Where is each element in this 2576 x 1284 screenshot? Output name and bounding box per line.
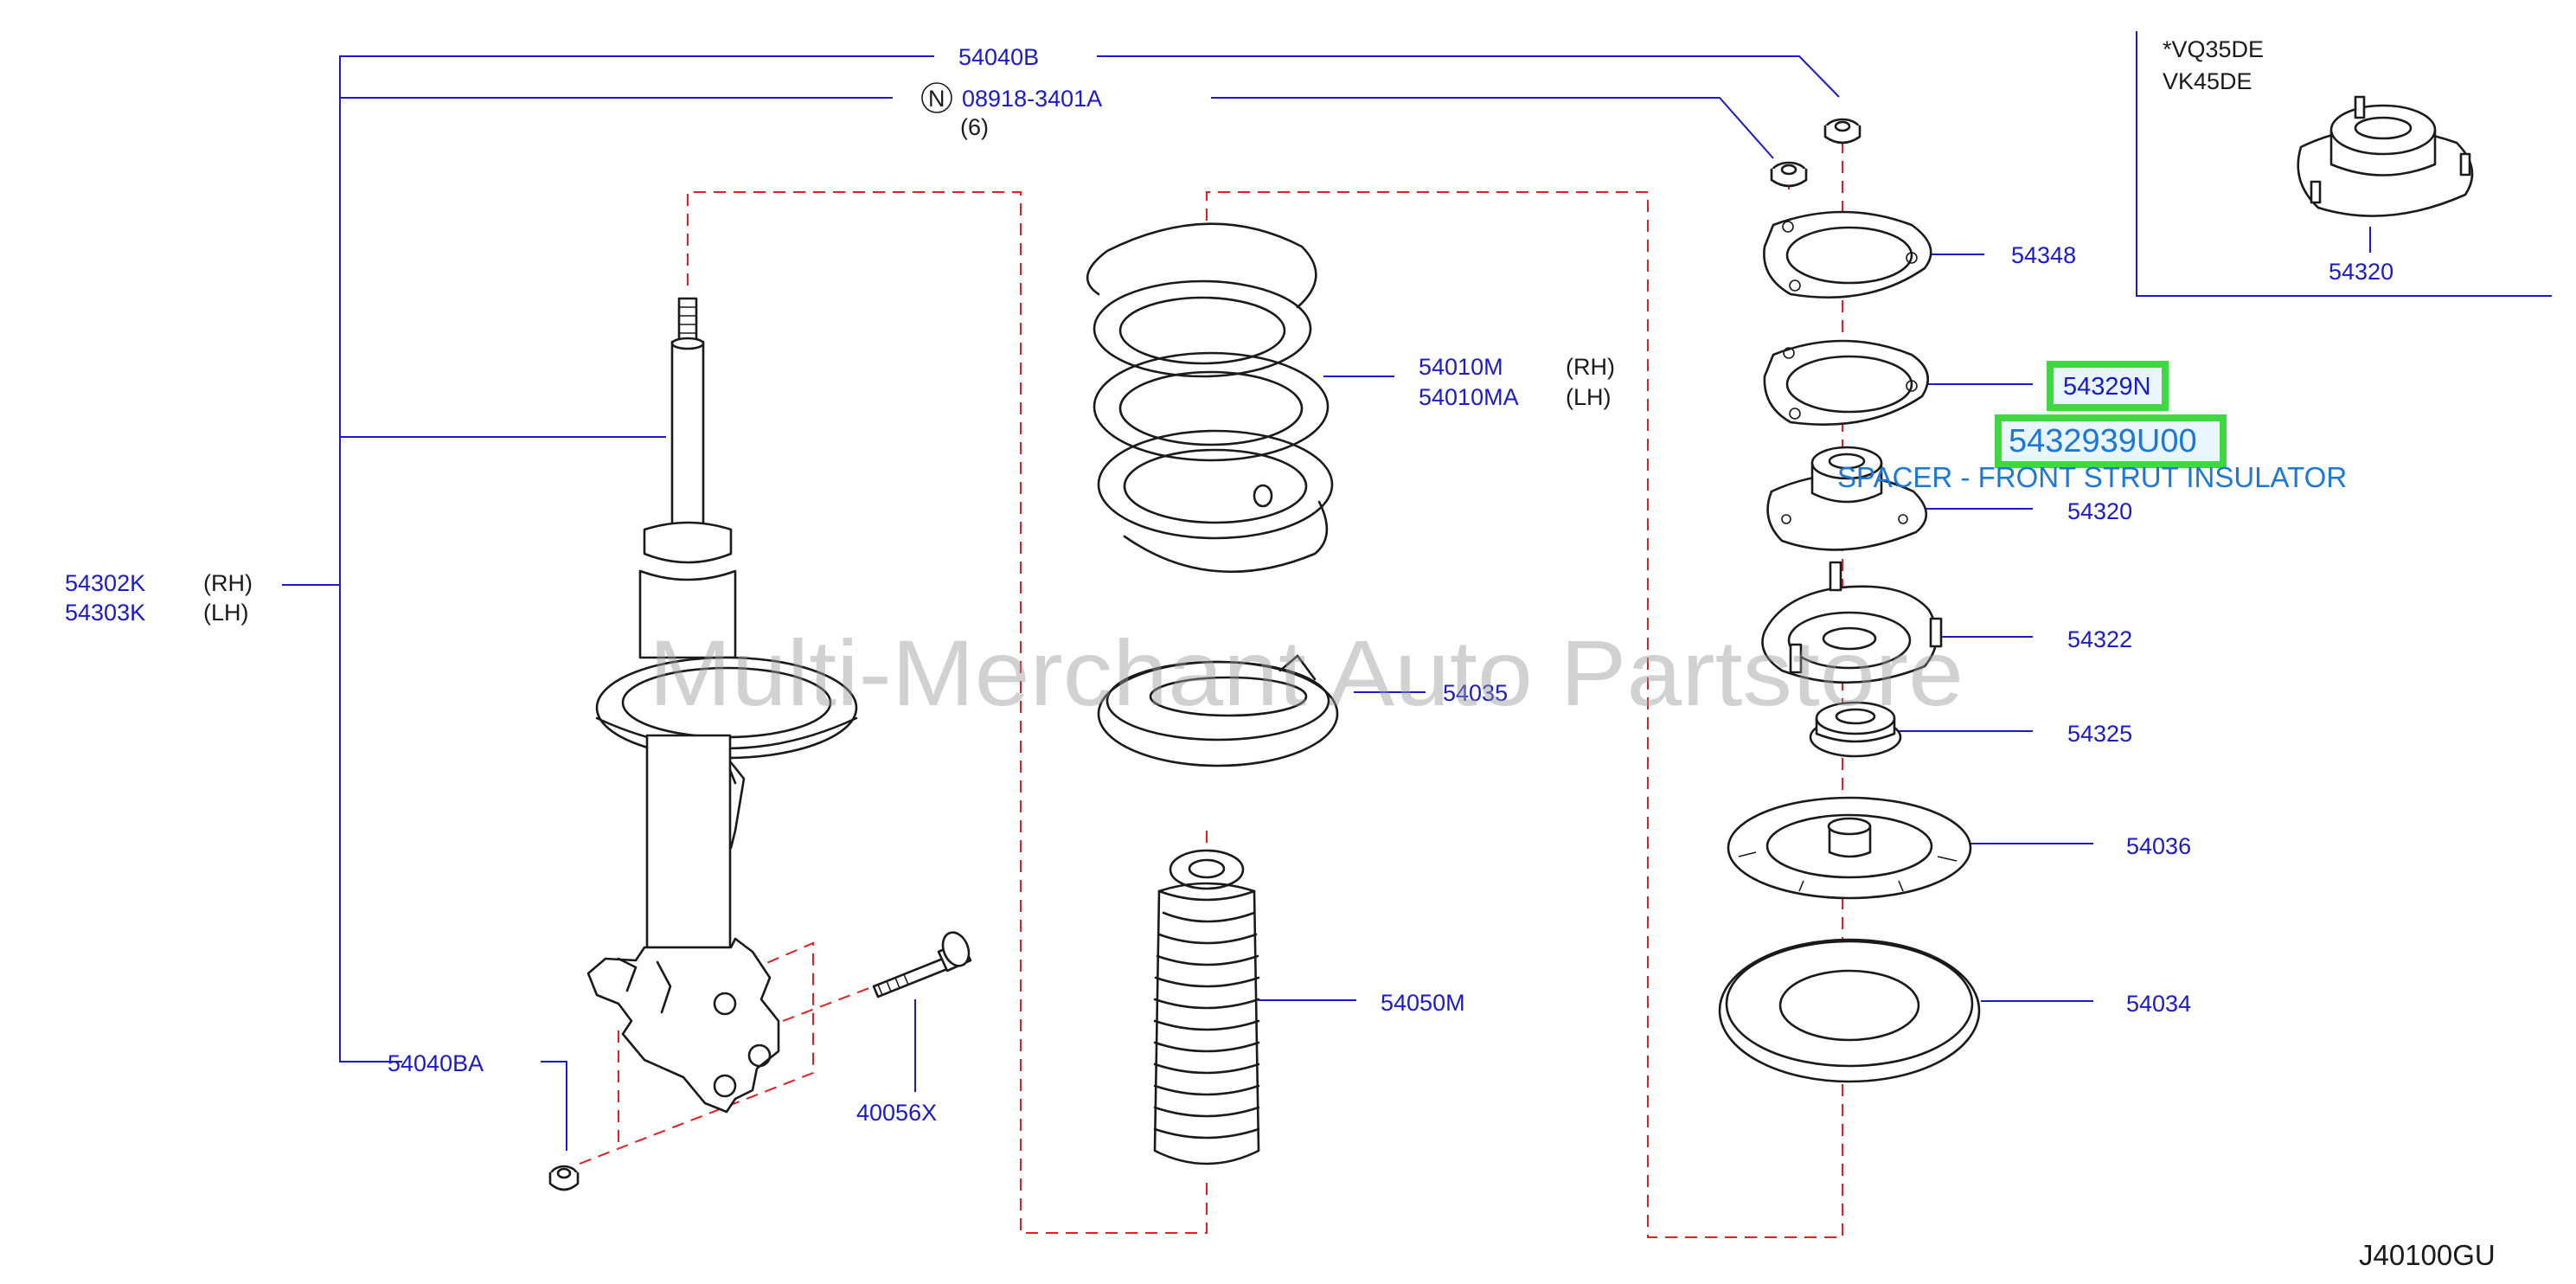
note-N-circle — [921, 82, 952, 113]
part-labels: 54040B N 08918-3401A (6) 54302K (RH) 543… — [65, 36, 2496, 1271]
label-54010M-rh: (RH) — [1566, 354, 1615, 380]
inset-engine-2: VK45DE — [2163, 68, 2252, 94]
inset-panel — [2136, 31, 2552, 297]
highlight-box-part-number — [1995, 414, 2227, 468]
inset-label-54320[interactable]: 54320 — [2329, 259, 2393, 285]
label-54035[interactable]: 54035 — [1443, 680, 1508, 706]
label-54040B[interactable]: 54040B — [958, 44, 1039, 70]
bracket-54322 — [1761, 561, 1943, 684]
highlight-description: SPACER - FRONT STRUT INSULATOR — [1837, 461, 2347, 493]
label-54302K[interactable]: 54302K — [65, 570, 145, 596]
highlight-group: 54329N 5432939U00 SPACER - FRONT STRUT I… — [1837, 361, 2347, 493]
nut-second — [1770, 161, 1808, 188]
insulator-54034 — [1718, 938, 1981, 1083]
inset-engine-1: *VQ35DE — [2163, 36, 2264, 62]
leader-lines — [282, 55, 2093, 1151]
label-54050M[interactable]: 54050M — [1381, 990, 1465, 1016]
highlight-box-54329N — [2047, 361, 2169, 411]
spacer-54329N — [1763, 339, 1930, 426]
label-54303K[interactable]: 54303K — [65, 600, 145, 626]
bearing-54325 — [1809, 701, 1902, 758]
label-54010MA[interactable]: 54010MA — [1419, 384, 1519, 410]
label-54320[interactable]: 54320 — [2067, 498, 2132, 524]
label-54303K-lh: (LH) — [203, 600, 249, 626]
strut-assembly — [548, 297, 972, 1191]
highlight-part-number[interactable]: 5432939U00 — [2009, 423, 2197, 459]
label-08918-qty: (6) — [960, 114, 989, 140]
label-40056X[interactable]: 40056X — [856, 1100, 937, 1126]
label-54036[interactable]: 54036 — [2126, 833, 2191, 859]
bolt-40056X — [872, 931, 972, 998]
plate-54348 — [1763, 210, 1932, 299]
spring-seat-54035 — [1097, 654, 1339, 767]
label-54010MA-lh: (LH) — [1566, 384, 1612, 410]
watermark: Multi-Merchant Auto Partstore — [649, 620, 1964, 725]
label-54302K-rh: (RH) — [203, 570, 253, 596]
dust-boot-54050M — [1153, 849, 1260, 1165]
label-08918-3401A[interactable]: 08918-3401A — [962, 86, 1102, 112]
label-54322[interactable]: 54322 — [2067, 626, 2132, 652]
note-N-letter: N — [928, 86, 945, 112]
label-54034[interactable]: 54034 — [2126, 991, 2191, 1017]
diagram-code: J40100GU — [2359, 1239, 2496, 1271]
seat-54036 — [1727, 796, 1972, 900]
label-54325[interactable]: 54325 — [2067, 721, 2132, 747]
coil-spring — [1086, 222, 1334, 574]
nut-top-right — [1823, 118, 1862, 144]
highlight-label-54329N[interactable]: 54329N — [2063, 373, 2151, 401]
flange-nut-lower — [548, 1165, 580, 1191]
label-54348[interactable]: 54348 — [2011, 242, 2076, 268]
label-54040BA[interactable]: 54040BA — [388, 1050, 484, 1076]
mount-54320 — [1766, 446, 1928, 551]
label-54010M[interactable]: 54010M — [1419, 354, 1503, 380]
